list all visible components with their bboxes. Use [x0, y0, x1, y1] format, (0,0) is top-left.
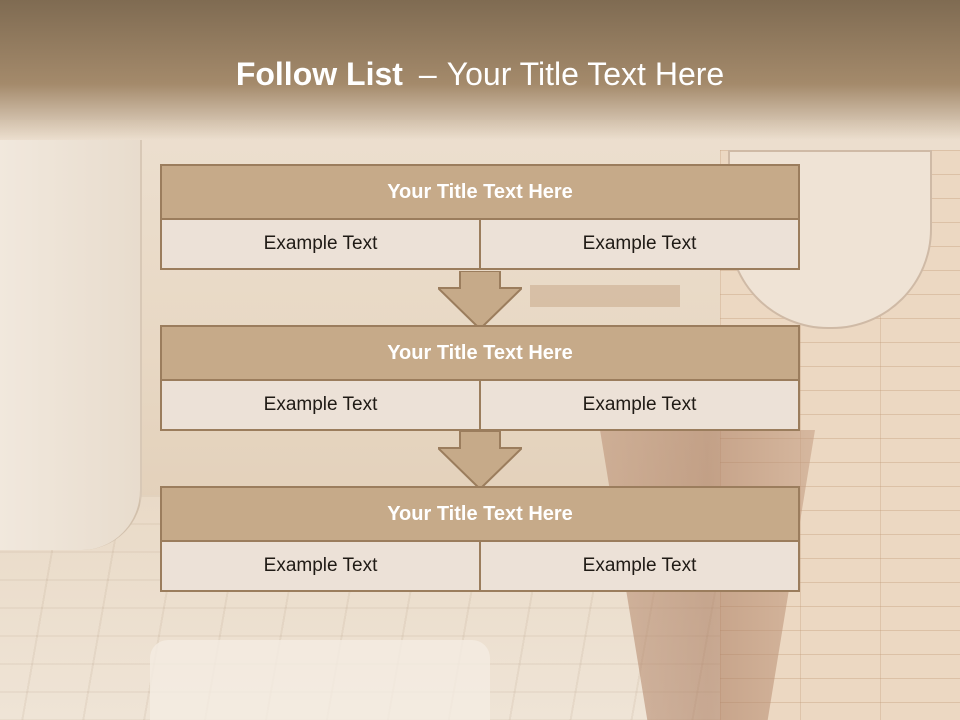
down-arrow-icon	[438, 431, 522, 489]
block-row: Example Text Example Text	[160, 542, 800, 592]
block-row: Example Text Example Text	[160, 220, 800, 270]
counter-shelf	[530, 285, 680, 307]
shower-enclosure	[0, 140, 142, 550]
bath-rug	[150, 640, 490, 720]
block-cell-right: Example Text	[479, 220, 798, 268]
flow-block-3: Your Title Text Here Example Text Exampl…	[160, 486, 800, 592]
header-band	[0, 0, 960, 140]
flow-block-2: Your Title Text Here Example Text Exampl…	[160, 325, 800, 431]
title-bold: Follow List	[235, 56, 403, 92]
block-cell-left: Example Text	[263, 394, 378, 415]
down-arrow-icon	[438, 271, 522, 329]
block-cell-left: Example Text	[263, 555, 378, 576]
block-cell-left: Example Text	[263, 233, 378, 254]
title-dash: –	[418, 56, 437, 92]
block-title: Your Title Text Here	[160, 486, 800, 542]
block-title: Your Title Text Here	[160, 164, 800, 220]
block-row: Example Text Example Text	[160, 381, 800, 431]
block-title: Your Title Text Here	[160, 325, 800, 381]
block-cell-right: Example Text	[479, 542, 798, 590]
block-cell-right: Example Text	[479, 381, 798, 429]
slide-title: Follow List–Your Title Text Here	[0, 56, 960, 93]
title-rest: Your Title Text Here	[446, 56, 725, 92]
flow-block-1: Your Title Text Here Example Text Exampl…	[160, 164, 800, 270]
